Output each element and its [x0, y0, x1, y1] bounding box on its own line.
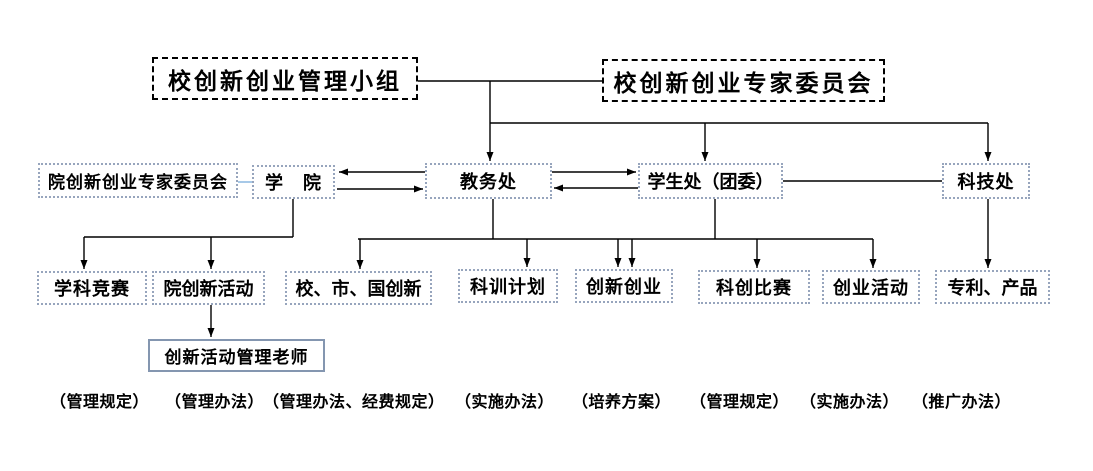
node-innovation-activity-teacher: 创新活动管理老师 [148, 339, 325, 372]
node-expert-committee: 校创新创业专家委员会 [602, 59, 885, 102]
node-school-city-national-innovation: 校、市、国创新 [285, 271, 432, 305]
node-patent-product: 专利、产品 [935, 270, 1050, 304]
node-innovation-startup: 创新创业 [575, 269, 673, 303]
node-sci-innovation-competition: 科创比赛 [698, 270, 810, 304]
node-sci-tech: 科技处 [942, 163, 1030, 199]
node-subject-competition: 学科竞赛 [37, 271, 147, 305]
node-student-affairs: 学生处（团委） [638, 163, 783, 199]
node-sci-training-plan: 科训计划 [458, 269, 558, 303]
node-college-innovation: 院创新活动 [152, 271, 265, 305]
footnote-mgmt-funding: （管理办法、经费规定） [263, 394, 445, 411]
node-mgmt-group: 校创新创业管理小组 [152, 57, 418, 100]
footnote-promotion: （推广办法） [912, 394, 1012, 411]
footnote-mgmt-rules: （管理规定） [50, 394, 150, 411]
node-college-expert-committee: 院创新创业专家委员会 [38, 163, 238, 198]
node-academic-affairs: 教务处 [425, 163, 552, 199]
footnote-implementation-1: （实施办法） [455, 394, 555, 411]
footnote-mgmt-measures: （管理办法） [165, 394, 265, 411]
footnote-training-plan: （培养方案） [572, 394, 672, 411]
footnote-implementation-2: （实施办法） [800, 394, 900, 411]
node-startup-activity: 创业活动 [822, 270, 920, 304]
footnote-mgmt-rules-2: （管理规定） [690, 394, 790, 411]
node-college: 学 院 [252, 165, 335, 199]
